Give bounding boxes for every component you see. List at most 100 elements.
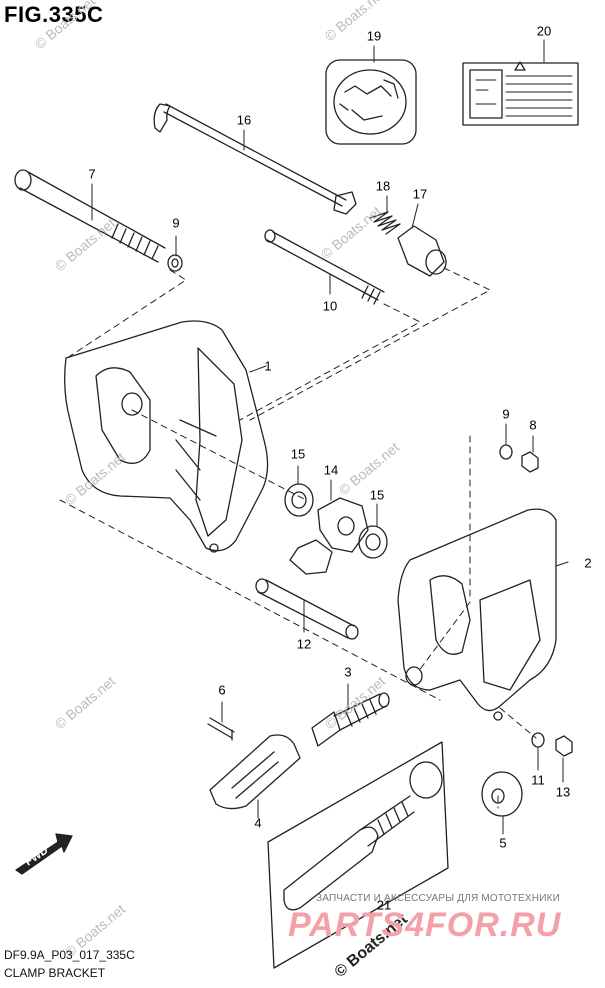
callout-13[interactable]: 13	[555, 784, 571, 800]
rod-16-end	[333, 191, 357, 215]
knob-17-body	[397, 225, 445, 277]
bracket-2-hole	[405, 666, 423, 686]
callout-18[interactable]: 18	[375, 178, 391, 194]
screw-3-thread	[345, 699, 377, 727]
washer-9-right	[499, 444, 513, 460]
decal-19-frame	[325, 59, 417, 145]
nut-8	[521, 451, 539, 473]
callout-12[interactable]: 12	[296, 636, 312, 652]
watermark-8: © Boats.net	[322, 673, 389, 732]
callout-4[interactable]: 4	[254, 815, 262, 831]
bracket-2-outline	[397, 508, 557, 712]
callout-16[interactable]: 16	[236, 112, 252, 128]
spring-18	[369, 211, 401, 235]
fwd-arrow	[15, 833, 73, 875]
bolt-7-thread	[111, 223, 159, 260]
assembly-line-g	[59, 499, 441, 701]
lever-14-foot	[289, 539, 333, 575]
assembly-21-thread	[377, 801, 409, 835]
label-20-pictogram	[469, 69, 503, 119]
decal-19-circle	[333, 69, 407, 135]
bracket-2-bolt-hole	[493, 711, 503, 721]
figure-code: DF9.9A_P03_017_335C	[4, 948, 135, 962]
assembly-line-f	[417, 601, 471, 673]
bushing-15-right	[358, 525, 388, 559]
callout-10[interactable]: 10	[322, 298, 338, 314]
pad-5-center	[491, 788, 505, 804]
callout-17[interactable]: 17	[412, 186, 428, 202]
rod-16-shaft	[163, 103, 347, 207]
lever-14-hole	[337, 516, 355, 536]
bolt-10-thread	[361, 285, 381, 305]
decal-19-art	[339, 79, 399, 121]
label-20-warning-triangle	[514, 61, 526, 71]
shop-tagline: ЗАПЧАСТИ И АКСЕССУАРЫ ДЛЯ МОТОТЕХНИКИ	[316, 893, 561, 904]
assembly-21	[267, 741, 449, 969]
assembly-21-handle	[283, 826, 379, 911]
washer-9-top	[167, 254, 183, 272]
lever-14-plate	[317, 497, 369, 553]
watermark-3: © Boats.net	[52, 215, 119, 274]
callout-15-left[interactable]: 15	[290, 446, 306, 462]
callout-6[interactable]: 6	[218, 682, 226, 698]
clamp-bracket-1	[64, 320, 269, 553]
callout-5[interactable]: 5	[499, 835, 507, 851]
screw-3-shaft	[333, 693, 387, 731]
rod-16-hook	[153, 103, 171, 133]
part-16-rod	[153, 103, 357, 215]
callout-7[interactable]: 7	[88, 166, 96, 182]
watermark-4: © Boats.net	[318, 203, 385, 262]
bolt-10-shaft	[266, 231, 385, 301]
bracket-1-hole	[121, 392, 143, 416]
screw-3-tip	[378, 692, 390, 708]
washer-11	[531, 732, 545, 748]
knob-17-face	[425, 249, 447, 275]
handle-4-body	[209, 734, 301, 810]
bracket-1-ear	[95, 367, 151, 464]
pad-5	[481, 771, 523, 817]
bracket-2-rib	[479, 579, 541, 691]
callout-14[interactable]: 14	[323, 462, 339, 478]
callout-leaders	[91, 39, 569, 835]
callout-1[interactable]: 1	[264, 358, 272, 374]
callout-2[interactable]: 2	[584, 555, 592, 571]
callout-9-right[interactable]: 9	[502, 406, 510, 422]
handle-4	[209, 734, 301, 810]
pin-12	[255, 578, 359, 640]
assembly-21-screw	[359, 795, 415, 847]
bushing-15-left	[284, 483, 314, 517]
callout-3[interactable]: 3	[344, 664, 352, 680]
pin-6	[207, 717, 235, 741]
part-10-bolt	[264, 229, 385, 305]
figure-title: FIG.335C	[4, 2, 104, 27]
bracket-1-rib	[195, 347, 243, 537]
bracket-1-bolt-hole	[209, 543, 219, 553]
fwd-label: FWD	[23, 845, 51, 869]
watermark-7: © Boats.net	[52, 673, 119, 732]
lever-14	[289, 497, 369, 575]
callout-19[interactable]: 19	[366, 28, 382, 44]
callout-21[interactable]: 21	[376, 897, 392, 913]
bracket-2-ear	[429, 575, 471, 655]
shop-brand: PARTS4FOR.RU	[288, 906, 562, 944]
figure-caption: CLAMP BRACKET	[4, 966, 106, 980]
callout-20[interactable]: 20	[536, 23, 552, 39]
assembly-line-c	[249, 267, 491, 421]
knob-17	[397, 225, 447, 277]
part-7-bolt	[14, 169, 166, 263]
assembly-lines	[59, 267, 537, 809]
nut-13	[555, 735, 573, 757]
callout-8[interactable]: 8	[529, 417, 537, 433]
assembly-line-b	[239, 303, 421, 421]
bracket-1-outline	[64, 320, 269, 552]
callout-9-top[interactable]: 9	[172, 215, 180, 231]
clamp-bracket-2	[397, 508, 557, 721]
decal-19	[325, 59, 417, 145]
callout-11[interactable]: 11	[531, 772, 545, 788]
callout-15-right[interactable]: 15	[369, 487, 385, 503]
assembly-21-pad	[409, 761, 443, 799]
label-20	[462, 61, 579, 126]
bolt-7-shaft	[19, 171, 166, 263]
